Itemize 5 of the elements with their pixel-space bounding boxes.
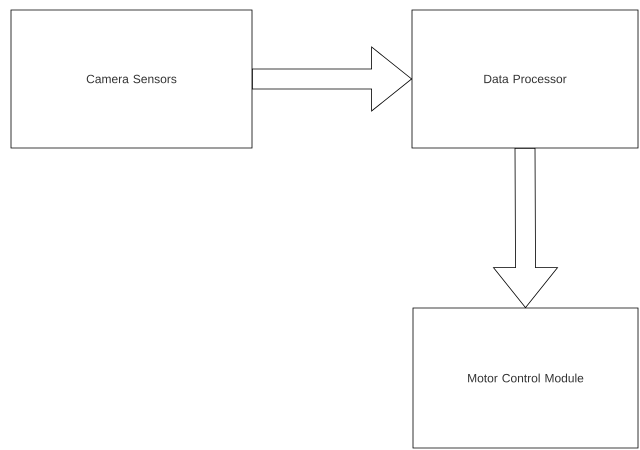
process-box: Motor Control Module xyxy=(412,308,638,448)
process-box: Data Processor xyxy=(412,10,638,148)
process-box: Camera Sensors xyxy=(10,10,252,148)
block-arrow xyxy=(252,46,412,112)
block-arrow xyxy=(492,148,558,308)
